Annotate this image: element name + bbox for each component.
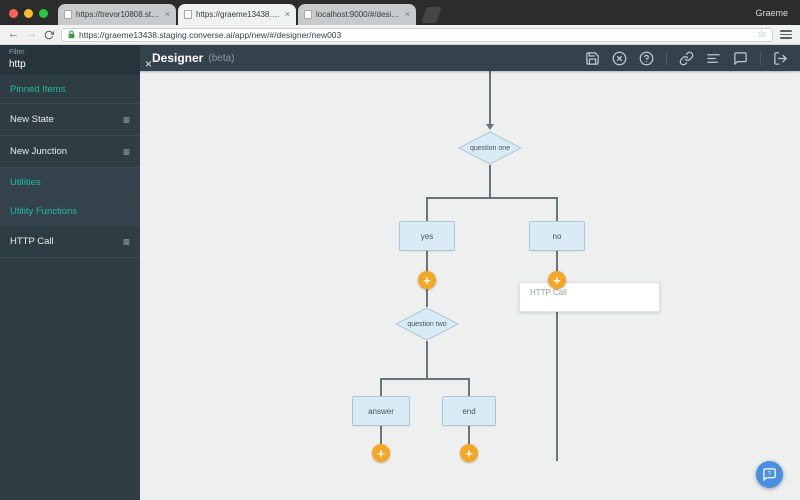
https-lock-icon: [68, 30, 75, 39]
junction-node-question-one[interactable]: question one: [458, 131, 522, 165]
filter-label: Filter: [9, 49, 25, 56]
refresh-icon[interactable]: [44, 30, 54, 40]
sidebar-item-pinned-items[interactable]: Pinned Items: [0, 75, 140, 104]
connector: [556, 251, 558, 461]
chat-icon[interactable]: [733, 51, 748, 66]
connector: [426, 251, 428, 271]
save-icon[interactable]: [585, 51, 600, 66]
toolbar-divider: [760, 51, 761, 65]
window-close-button[interactable]: [9, 9, 18, 18]
window-zoom-button[interactable]: [39, 9, 48, 18]
exit-icon[interactable]: [773, 51, 788, 66]
close-circle-icon[interactable]: [612, 51, 627, 66]
window-controls: [0, 9, 58, 25]
page-favicon: [64, 10, 72, 19]
bookmark-star-icon[interactable]: ☆: [757, 28, 766, 40]
add-node-button[interactable]: +: [548, 271, 566, 289]
tab-title: https://trevor10808.stagi: [76, 10, 161, 19]
filter-block: Filter ×: [0, 45, 152, 75]
new-tab-button[interactable]: [421, 7, 442, 23]
tab-close-icon[interactable]: ×: [284, 9, 290, 19]
clear-filter-icon[interactable]: ×: [145, 57, 153, 71]
tab-close-icon[interactable]: ×: [164, 9, 170, 19]
browser-tab-1[interactable]: https://trevor10808.stagi ×: [58, 4, 176, 25]
connector: [426, 289, 428, 307]
state-node-yes[interactable]: yes: [399, 221, 455, 251]
tab-title: https://graeme13438.stag: [196, 10, 281, 19]
browser-tab-3[interactable]: localhost:9000/#/designer ×: [298, 4, 416, 25]
state-label: no: [552, 231, 562, 241]
connector: [468, 426, 470, 444]
add-node-button[interactable]: +: [418, 271, 436, 289]
junction-label: question one: [469, 144, 511, 152]
designer-top-bar: Designer (beta): [140, 45, 800, 71]
state-label: end: [462, 406, 476, 416]
filter-input[interactable]: [9, 58, 141, 70]
tab-title: localhost:9000/#/designer: [316, 10, 401, 19]
page-favicon: [184, 10, 192, 19]
state-node-answer[interactable]: answer: [352, 396, 410, 426]
add-node-button[interactable]: +: [372, 444, 390, 462]
connector: [380, 426, 382, 444]
connector: [489, 71, 491, 125]
designer-canvas[interactable]: question one yes no + HTTP Call + questi…: [140, 71, 800, 500]
add-node-button[interactable]: +: [460, 444, 478, 462]
browser-profile-name[interactable]: Graeme: [755, 7, 788, 18]
designer-sidebar: Filter × Pinned Items New State ≡ New Ju…: [0, 45, 152, 500]
toolbar-divider: [666, 51, 667, 65]
state-label: answer: [368, 406, 394, 416]
window-minimize-button[interactable]: [24, 9, 33, 18]
sidebar-item-label: Utilities: [10, 176, 41, 188]
connector: [426, 341, 428, 379]
sidebar-item-utilities[interactable]: Utilities: [0, 168, 140, 197]
sidebar-item-utility-functions[interactable]: Utility Functions: [0, 197, 140, 226]
drag-handle-icon[interactable]: ≡: [122, 234, 130, 249]
sidebar-item-label: Utility Functions: [10, 205, 78, 217]
page-title: Designer: [152, 51, 204, 65]
connector: [489, 165, 491, 198]
http-call-card-title: HTTP Call: [530, 288, 567, 297]
browser-menu-icon[interactable]: [780, 30, 792, 39]
chat-bubble-icon: ?: [763, 468, 776, 481]
svg-text:?: ?: [768, 470, 772, 477]
link-icon[interactable]: [679, 51, 694, 66]
beta-badge: (beta): [208, 52, 235, 64]
connector: [380, 378, 470, 380]
connector-arrow: [486, 124, 494, 130]
sidebar-item-new-junction[interactable]: New Junction ≡: [0, 136, 140, 168]
address-bar: ← → https://graeme13438.staging.converse…: [0, 25, 800, 45]
sidebar-item-label: Pinned Items: [10, 83, 66, 95]
http-call-drop-card[interactable]: HTTP Call: [519, 282, 660, 312]
junction-label: question two: [407, 320, 447, 328]
sidebar-item-http-call[interactable]: HTTP Call ≡: [0, 226, 140, 258]
drag-handle-icon[interactable]: ≡: [122, 112, 130, 127]
sidebar-item-label: New State: [10, 114, 54, 125]
support-chat-button[interactable]: ?: [756, 461, 783, 488]
state-node-end[interactable]: end: [442, 396, 496, 426]
connector: [426, 197, 558, 199]
tab-strip: https://trevor10808.stagi × https://grae…: [0, 0, 800, 25]
junction-node-question-two[interactable]: question two: [395, 307, 459, 341]
sidebar-item-label: HTTP Call: [10, 236, 54, 247]
toolbar-icons: [585, 51, 788, 66]
drag-handle-icon[interactable]: ≡: [122, 144, 130, 159]
browser-tab-2-active[interactable]: https://graeme13438.stag ×: [178, 4, 296, 25]
tab-close-icon[interactable]: ×: [404, 9, 410, 19]
url-text: https://graeme13438.staging.converse.ai/…: [79, 29, 342, 40]
page-favicon: [304, 10, 312, 19]
state-node-no[interactable]: no: [529, 221, 585, 251]
sidebar-item-label: New Junction: [10, 146, 68, 157]
connector: [380, 378, 382, 396]
help-circle-icon[interactable]: [639, 51, 654, 66]
sidebar-item-new-state[interactable]: New State ≡: [0, 104, 140, 136]
connector: [468, 378, 470, 396]
back-icon[interactable]: ←: [8, 28, 19, 40]
state-label: yes: [420, 231, 434, 241]
url-field[interactable]: https://graeme13438.staging.converse.ai/…: [61, 27, 773, 42]
forward-icon[interactable]: →: [26, 28, 37, 40]
connector: [426, 197, 428, 221]
connector: [556, 197, 558, 221]
list-icon[interactable]: [706, 51, 721, 66]
